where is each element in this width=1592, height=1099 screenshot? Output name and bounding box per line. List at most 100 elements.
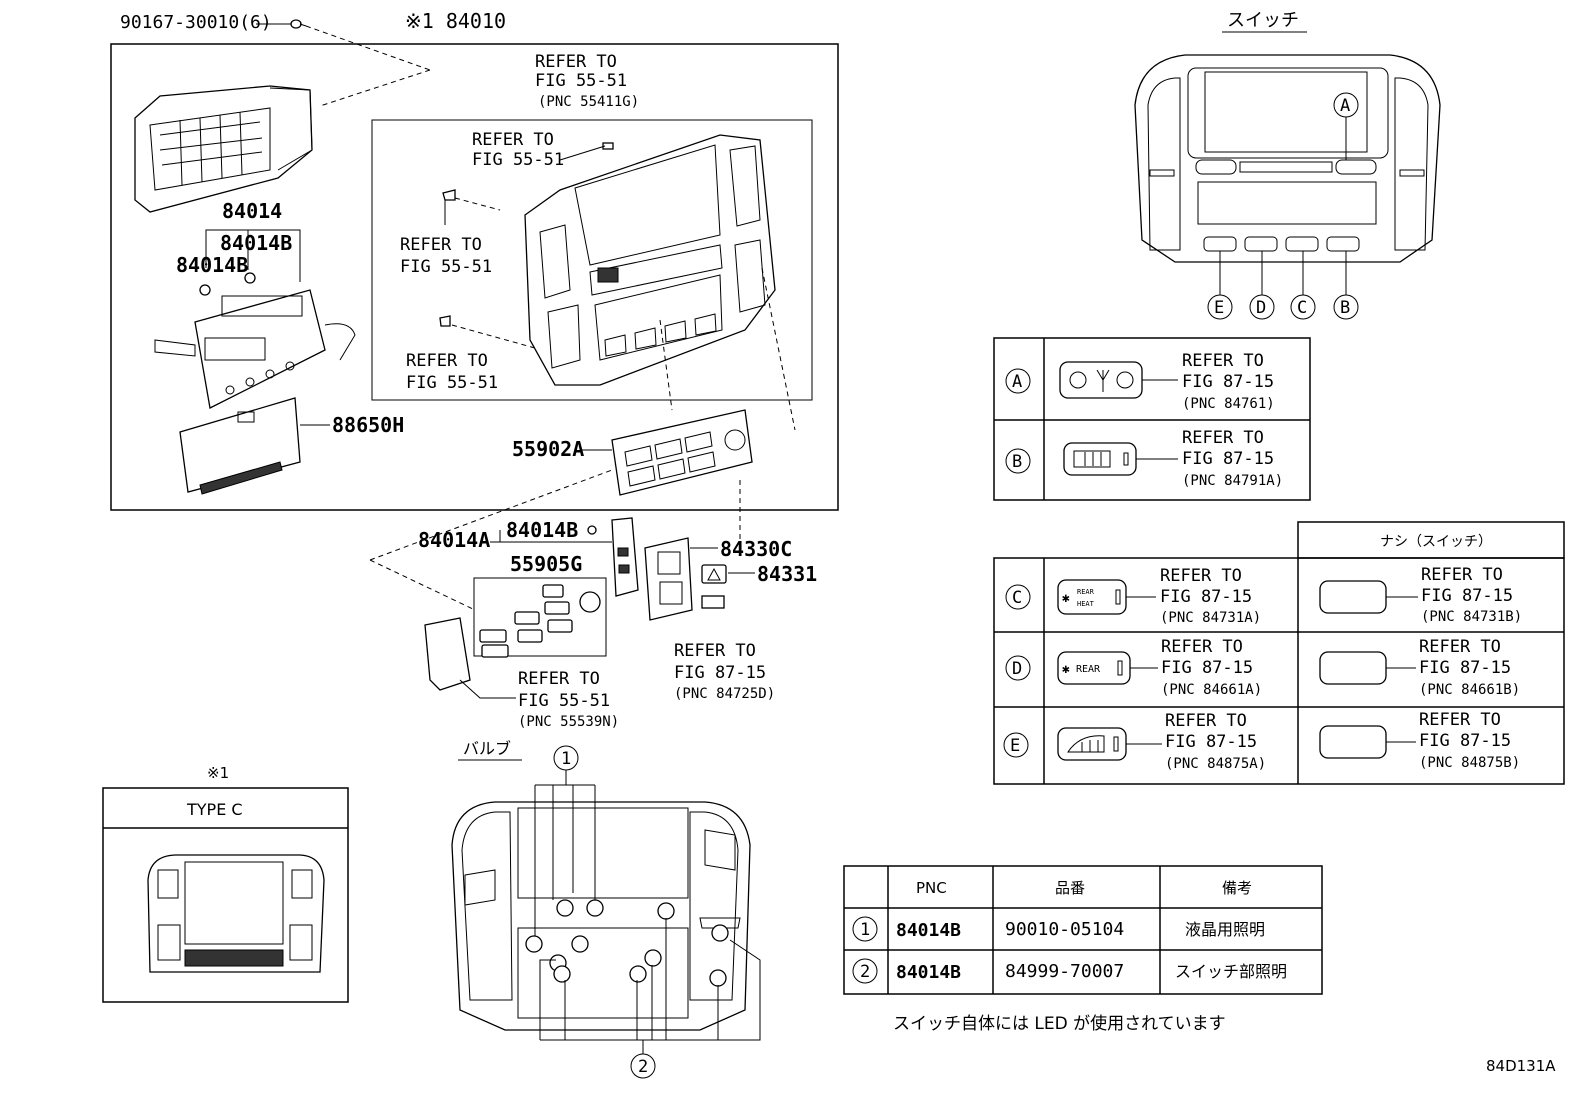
ref-5-line2: FIG 87-15 [674,663,766,683]
bulb-title: バルブ [463,739,511,758]
ref-1-line3: (PNC 55411G) [538,94,639,110]
svg-text:(PNC 84875B): (PNC 84875B) [1419,755,1520,771]
svg-text:(PNC 84661B): (PNC 84661B) [1419,682,1520,698]
svg-text:FIG 87-15: FIG 87-15 [1419,658,1511,678]
type-c-inset: ※1 TYPE C [102,764,349,1003]
callout-1: 1 [553,745,579,771]
marker-c: C [1290,294,1316,320]
callout-2: 2 [630,1053,656,1079]
row-c-key: C [1012,588,1022,608]
rear-defog-icon [1073,450,1129,468]
svg-text:(PNC 84791A): (PNC 84791A) [1182,473,1283,489]
parts-row-2: 2 84014B 84999-70007 スイッチ部照明 [852,958,1287,984]
svg-text:1: 1 [860,920,870,940]
svg-text:D: D [1256,298,1266,318]
svg-text:REAR: REAR [1077,588,1095,596]
svg-text:1: 1 [561,749,571,769]
svg-text:A: A [1340,96,1350,116]
marker-e: E [1207,294,1233,320]
diagram-id: 84D131A [1486,1057,1556,1075]
ref-1-line2: FIG 55-51 [535,71,627,91]
svg-text:液晶用照明: 液晶用照明 [1185,920,1265,939]
ref-6-line1: REFER TO [518,669,600,689]
switch-circuit [611,517,639,597]
svg-text:FIG 87-15: FIG 87-15 [1161,658,1253,678]
svg-text:REAR: REAR [1076,664,1101,675]
ref-3-line2: FIG 55-51 [400,257,492,277]
svg-text:90010-05104: 90010-05104 [1005,919,1124,940]
svg-text:(PNC 84731B): (PNC 84731B) [1421,609,1522,625]
ref-2-line1: REFER TO [472,130,554,150]
bulb-sockets [525,899,729,987]
svg-text:FIG 87-15: FIG 87-15 [1182,449,1274,469]
svg-text:(PNC 84661A): (PNC 84661A) [1161,682,1262,698]
label-84014b-3: 84014B [506,518,578,542]
label-55905g: 55905G [510,552,582,576]
svg-text:✱: ✱ [1062,662,1070,677]
label-84014a: 84014A [418,528,490,552]
svg-text:✱: ✱ [1062,591,1070,606]
parts-table: PNC 品番 備考 1 84014B 90010-05104 液晶用照明 2 8… [843,865,1323,1034]
switch-bezel [1134,54,1441,263]
svg-text:84014B: 84014B [896,920,961,941]
header-note: 備考 [1222,879,1252,897]
switch-view: スイッチ A E D C B [1134,10,1441,320]
marker-d: D [1249,294,1275,320]
row-b-key: B [1012,452,1022,472]
ref-3-line1: REFER TO [400,235,482,255]
svg-text:FIG 87-15: FIG 87-15 [1160,587,1252,607]
ref-6-line2: FIG 55-51 [518,691,610,711]
svg-text:84999-70007: 84999-70007 [1005,961,1124,982]
clip-icon [439,142,614,327]
center-bezel [524,134,776,386]
label-84014b-2: 84014B [176,253,248,277]
type-c-marker: ※1 [207,764,229,782]
svg-text:REFER TO: REFER TO [1160,566,1242,586]
svg-text:REFER TO: REFER TO [1165,711,1247,731]
label-84014b-1: 84014B [220,231,292,255]
lower-parts: 84014A 84014B 55905G 84330C [369,469,817,730]
type-c-bezel [147,854,325,973]
svg-text:2: 2 [638,1057,648,1077]
bulb-icon [199,272,256,296]
main-assembly: 90167-30010(6) ※1 84010 84014 84014B 840… [110,9,839,511]
svg-text:FIG 87-15: FIG 87-15 [1165,732,1257,752]
svg-text:REFER TO: REFER TO [1161,637,1243,657]
label-55902a: 55902A [512,437,584,461]
row-b: B REFER TO FIG 87-15 (PNC 84791A) [1005,428,1283,489]
svg-text:84014B: 84014B [896,962,961,983]
row-a-key: A [1012,372,1022,392]
svg-text:REFER TO: REFER TO [1419,710,1501,730]
switch-title: スイッチ [1227,10,1299,31]
fan-icon: ✱ [1062,591,1070,606]
svg-text:FIG 87-15: FIG 87-15 [1419,731,1511,751]
none-header: ナシ（スイッチ） [1380,534,1492,550]
svg-text:HEAT: HEAT [1077,600,1095,608]
label-84014: 84014 [222,199,282,223]
svg-text:(PNC 84731A): (PNC 84731A) [1160,610,1261,626]
svg-text:B: B [1340,298,1350,318]
parts-row-1: 1 84014B 90010-05104 液晶用照明 [852,916,1265,942]
button-set [479,584,601,658]
label-88650h: 88650H [332,413,404,437]
control-board [154,289,356,409]
svg-text:REFER TO: REFER TO [1182,351,1264,371]
svg-text:C: C [1297,298,1307,318]
label-84331: 84331 [757,562,817,586]
ref-4-line1: REFER TO [406,351,488,371]
parts-footnote: スイッチ自体には LED が使用されています [893,1013,1226,1034]
svg-text:REFER TO: REFER TO [1419,637,1501,657]
svg-text:FIG 87-15: FIG 87-15 [1421,586,1513,606]
header-pnc: PNC [916,879,947,897]
bulb-view: バルブ 1 2 [451,739,761,1079]
assembly-label: ※1 84010 [405,9,506,33]
switch-84330c [644,537,693,621]
ref-4-line2: FIG 55-51 [406,373,498,393]
svg-text:REFER TO: REFER TO [1421,565,1503,585]
marker-b: B [1333,294,1359,320]
switch-panel [611,409,753,496]
svg-text:2: 2 [860,962,870,982]
ref-1-line1: REFER TO [535,52,617,72]
ecu-housing [134,85,313,213]
